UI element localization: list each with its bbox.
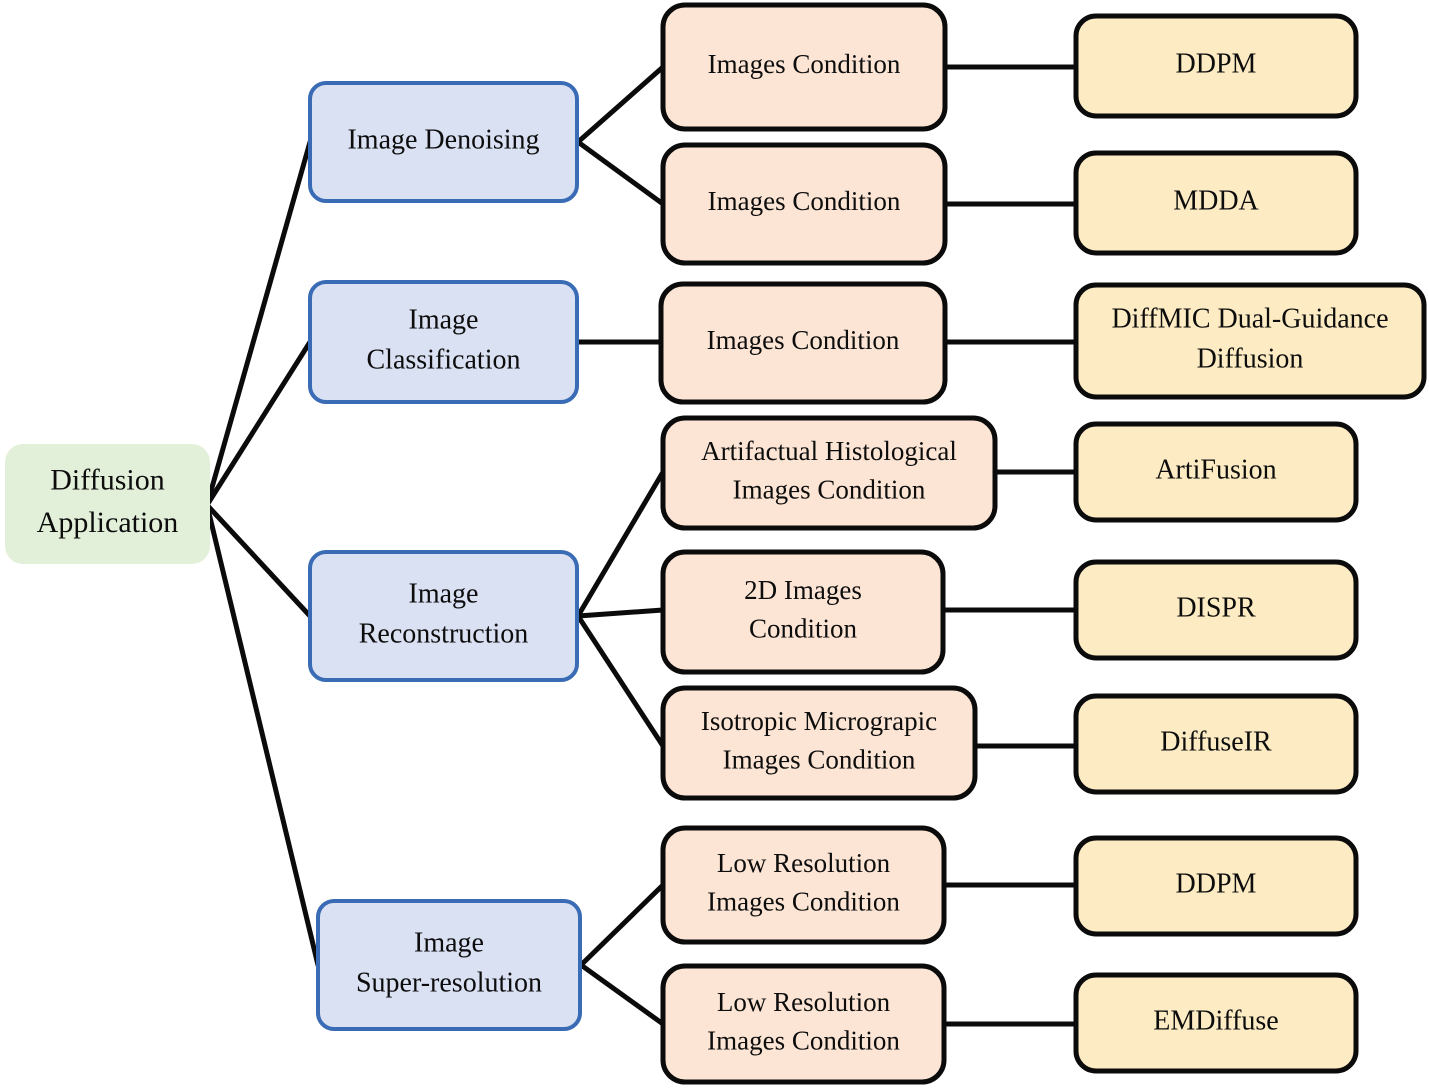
- method-node-method-emdiffuse[interactable]: EMDiffuse: [1073, 972, 1359, 1074]
- edges-layer: [204, 64, 1079, 1027]
- condition-label: Images Condition: [708, 186, 901, 216]
- category-box[interactable]: [316, 899, 582, 1031]
- condition-label-line2: Images Condition: [723, 744, 916, 774]
- category-label-line2: Classification: [367, 344, 521, 375]
- connector-edge-reconstruction-cond3: [575, 613, 666, 749]
- category-node-image-denoising[interactable]: Image Denoising: [308, 81, 579, 203]
- method-node-method-artifusion[interactable]: ArtiFusion: [1073, 421, 1359, 523]
- condition-label-line1: 2D Images: [744, 575, 862, 605]
- method-box[interactable]: [1073, 150, 1359, 256]
- method-box[interactable]: [1073, 421, 1359, 523]
- method-label: ArtiFusion: [1155, 454, 1276, 485]
- method-box[interactable]: [1073, 13, 1359, 119]
- category-label-line1: Image: [409, 579, 479, 610]
- method-label-line1: DiffMIC Dual-Guidance: [1111, 304, 1388, 335]
- method-box[interactable]: [1073, 972, 1359, 1074]
- condition-label: Images Condition: [707, 325, 900, 355]
- category-label-line2: Reconstruction: [359, 618, 529, 649]
- method-node-method-ddpm-sr[interactable]: DDPM: [1073, 835, 1359, 937]
- condition-box[interactable]: [660, 2, 948, 132]
- method-box[interactable]: [1073, 559, 1359, 661]
- condition-label-line2: Images Condition: [707, 886, 900, 916]
- condition-label-line2: Images Condition: [733, 474, 926, 504]
- method-label: DDPM: [1176, 868, 1257, 899]
- connector-edge-reconstruction-cond2: [575, 607, 666, 619]
- method-label-line2: Diffusion: [1197, 343, 1304, 374]
- condition-label-line1: Artifactual Histological: [701, 436, 957, 466]
- category-label: Image Denoising: [347, 124, 539, 155]
- condition-node-cond-classify-1[interactable]: Images Condition: [658, 281, 948, 405]
- method-label: EMDiffuse: [1153, 1005, 1278, 1036]
- method-label: MDDA: [1173, 185, 1259, 216]
- root-label-line1: Diffusion: [50, 464, 164, 497]
- condition-label-line1: Low Resolution: [717, 848, 891, 878]
- method-label: DISPR: [1176, 592, 1256, 623]
- condition-label-line1: Low Resolution: [717, 987, 891, 1017]
- root-box[interactable]: [5, 444, 210, 564]
- category-label-line1: Image: [409, 305, 479, 336]
- condition-node-cond-denoise-2[interactable]: Images Condition: [660, 142, 948, 266]
- condition-label-line2: Images Condition: [707, 1025, 900, 1055]
- method-label: DiffuseIR: [1160, 726, 1272, 757]
- connector-edge-reconstruction-cond1: [575, 469, 666, 619]
- category-box[interactable]: [308, 280, 579, 404]
- method-box[interactable]: [1073, 282, 1427, 400]
- condition-label: Images Condition: [708, 49, 901, 79]
- method-node-method-dispr[interactable]: DISPR: [1073, 559, 1359, 661]
- connector-edge-root-denoising: [204, 139, 313, 508]
- condition-box[interactable]: [658, 281, 948, 405]
- condition-box[interactable]: [660, 549, 946, 675]
- condition-box[interactable]: [660, 685, 978, 801]
- method-node-method-mdda[interactable]: MDDA: [1073, 150, 1359, 256]
- condition-box[interactable]: [660, 963, 947, 1085]
- condition-node-cond-denoise-1[interactable]: Images Condition: [660, 2, 948, 132]
- condition-box[interactable]: [660, 415, 998, 531]
- category-box[interactable]: [308, 81, 579, 203]
- method-node-method-ddpm-denoise[interactable]: DDPM: [1073, 13, 1359, 119]
- method-label: DDPM: [1176, 48, 1257, 79]
- connector-edge-root-reconstruction: [204, 502, 313, 619]
- method-box[interactable]: [1073, 693, 1359, 795]
- condition-box[interactable]: [660, 142, 948, 266]
- connector-edge-superresolution-cond1: [578, 882, 666, 968]
- connector-edge-denoising-cond1: [575, 64, 666, 145]
- category-box[interactable]: [308, 550, 579, 682]
- category-label-line2: Super-resolution: [356, 967, 542, 998]
- method-node-method-diffuseir[interactable]: DiffuseIR: [1073, 693, 1359, 795]
- condition-label-line2: Condition: [749, 613, 858, 643]
- method-box[interactable]: [1073, 835, 1359, 937]
- connector-edge-denoising-cond2: [575, 139, 666, 207]
- category-label-line1: Image: [414, 928, 484, 959]
- condition-label-line1: Isotropic Micrograpic: [701, 706, 937, 736]
- root-label-line2: Application: [37, 506, 179, 539]
- connector-edge-superresolution-cond2: [578, 962, 666, 1027]
- connector-edge-root-classification: [204, 339, 313, 508]
- condition-box[interactable]: [660, 825, 947, 945]
- connector-edge-root-superresolution: [204, 502, 321, 968]
